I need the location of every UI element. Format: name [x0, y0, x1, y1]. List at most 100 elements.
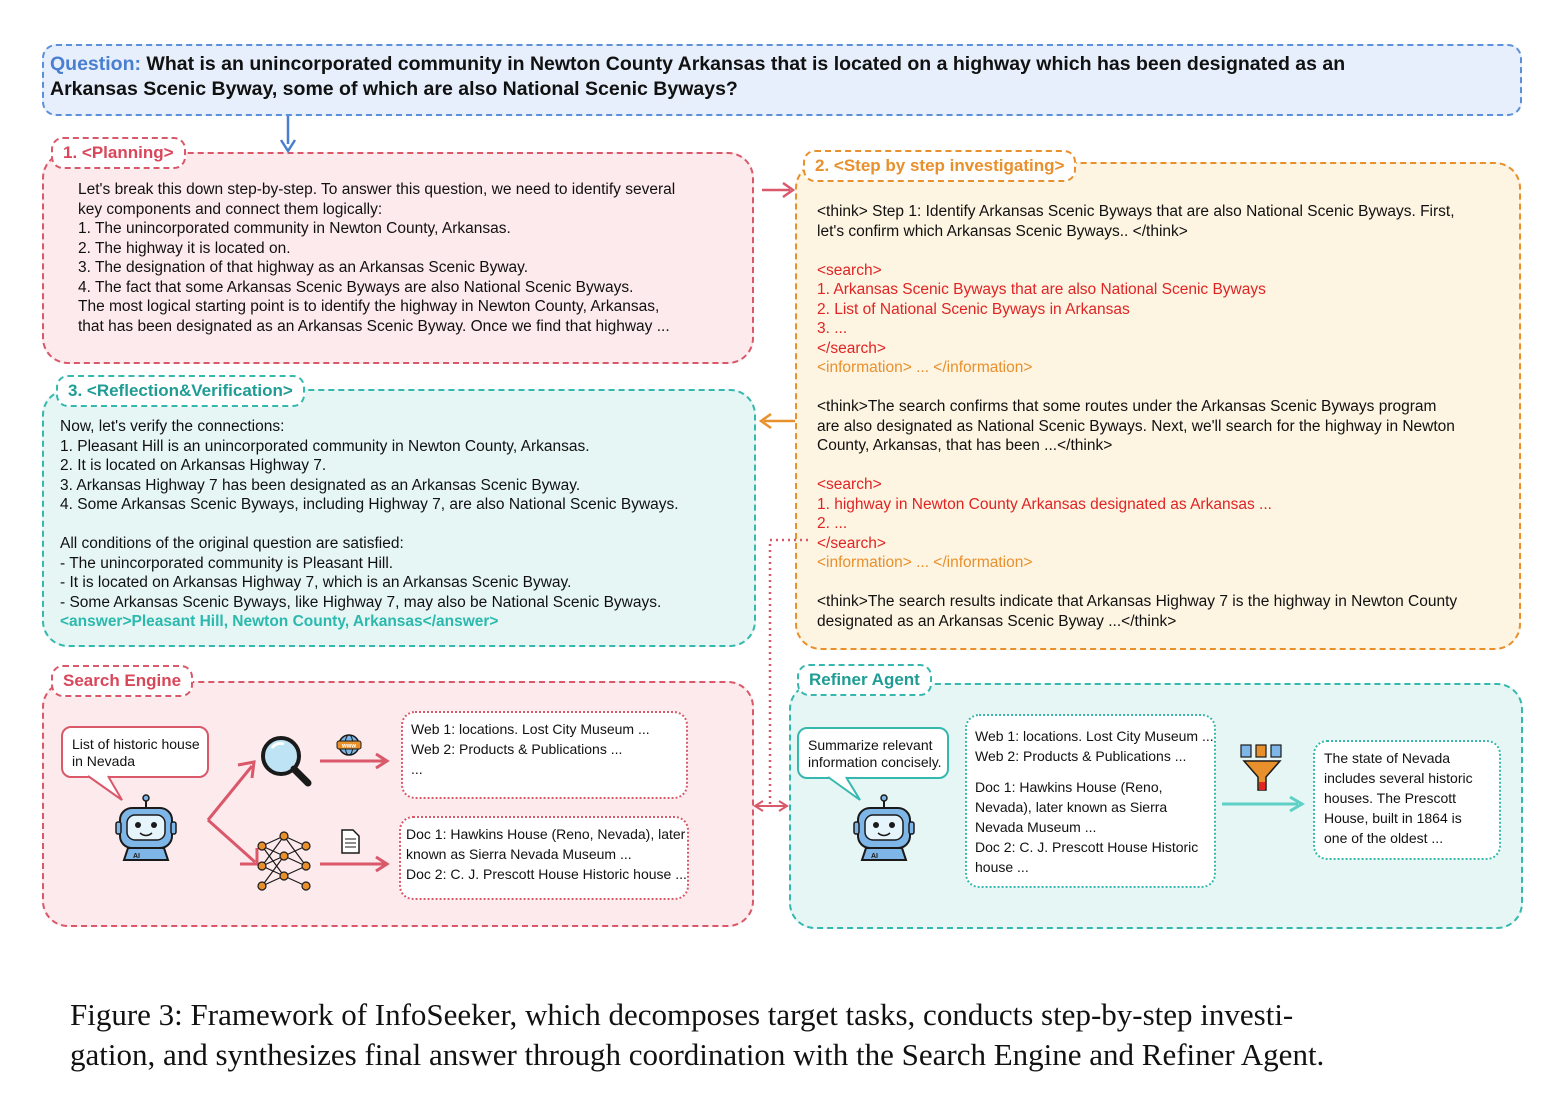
reflection-line: - The unincorporated community is Pleasa… [60, 554, 394, 572]
refiner-input-line: Doc 2: C. J. Prescott House Historic [975, 839, 1199, 855]
refiner-prompt-line-1: Summarize relevant [808, 737, 933, 753]
investigating-to-reflection-arrow [758, 412, 795, 430]
reflection-line: <answer>Pleasant Hill, Newton County, Ar… [60, 613, 499, 630]
investigating-line: <think>The search confirms that some rou… [817, 398, 1437, 415]
question-line-2: Arkansas Scenic Byway, some of which are… [50, 78, 738, 100]
question-to-planning-arrow [279, 116, 297, 154]
search-engine-arrows [206, 752, 390, 873]
reflection-line: All conditions of the original question … [60, 535, 404, 552]
investigating-title: 2. <Step by step investigating> [803, 150, 1077, 182]
refiner-bubble-tail [827, 776, 861, 801]
refiner-output-line: one of the oldest ... [1324, 830, 1444, 846]
web-result: ... [411, 761, 423, 777]
investigating-line: 2. List of National Scenic Byways in Ark… [817, 300, 1130, 318]
reflection-text: Now, let's verify the connections: 1. Ple… [60, 417, 679, 632]
reflection-line: 1. Pleasant Hill is an unincorporated co… [60, 437, 590, 455]
refiner-input-line: Nevada), later known as Sierra [975, 799, 1168, 815]
question-line-1: Question: What is an unincorporated comm… [50, 52, 1345, 77]
investigating-line: <search> [817, 261, 882, 279]
investigating-line: 1. Arkansas Scenic Byways that are also … [817, 281, 1266, 298]
caption-line-1: Figure 3: Framework of InfoSeeker, which… [70, 997, 1294, 1032]
search-bubble-tail [87, 775, 123, 801]
investigating-line: <think> Step 1: Identify Arkansas Scenic… [817, 203, 1455, 220]
refiner-robot-badge: AI [871, 853, 878, 860]
refiner-output-line: The state of Nevada [1324, 750, 1451, 766]
robot-icon: AI [115, 794, 177, 861]
investigating-line: 2. ... [817, 515, 848, 532]
reflection-box: Now, let's verify the connections: 1. Ple… [42, 389, 756, 647]
magnifier-icon [261, 736, 312, 787]
question-box: Question: What is an unincorporated comm… [42, 44, 1522, 116]
reflection-line: Now, let's verify the connections: [60, 418, 285, 435]
investigating-line: are also designated as National Scenic B… [817, 417, 1455, 435]
investigating-line: <think>The search results indicate that … [817, 593, 1458, 610]
doc-result: Doc 1: Hawkins House (Reno, Nevada), lat… [406, 826, 686, 842]
globe-www-icon: www [336, 734, 362, 756]
search-query-bubble: List of historic house in Nevada [61, 726, 209, 778]
investigating-line: County, Arkansas, that has been ...</thi… [817, 437, 1113, 454]
document-icon [341, 829, 360, 854]
funnel-filter-icon [1240, 744, 1282, 791]
web-result: Web 2: Products & Publications ... [411, 741, 623, 757]
refiner-robot-icon: AI [853, 794, 915, 861]
web-results-box: Web 1: locations. Lost City Museum ... W… [401, 711, 688, 799]
doc-result: known as Sierra Nevada Museum ... [406, 846, 632, 862]
planning-title: 1. <Planning> [51, 137, 186, 169]
caption-line-2: gation, and synthesizes final answer thr… [70, 1037, 1325, 1072]
refiner-prompt-line-2: information concisely. [808, 754, 942, 770]
planning-line: 3. The designation of that highway as an… [78, 259, 529, 276]
investigating-line: <information> ... </information> [817, 359, 1033, 376]
investigating-line: let's confirm which Arkansas Scenic Bywa… [817, 222, 1188, 240]
search-query-line-1: List of historic house [72, 736, 200, 752]
planning-box: Let's break this down step-by-step. To a… [42, 152, 754, 364]
search-engine-title: Search Engine [51, 665, 194, 697]
planning-line: Let's break this down step-by-step. To a… [78, 181, 676, 198]
reflection-line: 4. Some Arkansas Scenic Byways, includin… [60, 496, 679, 513]
refiner-arrow [1222, 795, 1305, 813]
refiner-input-line: Doc 1: Hawkins House (Reno, [975, 779, 1163, 795]
refiner-output-line: houses. The Prescott [1324, 790, 1457, 806]
investigating-line: 1. highway in Newton County Arkansas des… [817, 495, 1272, 513]
refiner-input-line: Nevada Museum ... [975, 819, 1097, 835]
planning-text: Let's break this down step-by-step. To a… [78, 180, 675, 336]
planning-line: 1. The unincorporated community in Newto… [78, 220, 511, 237]
planning-line: 2. The highway it is located on. [78, 239, 291, 257]
www-label: www [341, 744, 356, 750]
investigating-line: </search> [817, 534, 886, 552]
refiner-output-line: House, built in 1864 is [1324, 810, 1462, 826]
refiner-input-box: Web 1: locations. Lost City Museum ... W… [965, 714, 1216, 888]
search-query-line-2: in Nevada [72, 753, 136, 769]
investigating-line: designated as an Arkansas Scenic Byway .… [817, 612, 1177, 630]
planning-line: The most logical starting point is to id… [78, 298, 660, 315]
refiner-agent-title: Refiner Agent [797, 664, 932, 696]
refiner-output-box: The state of Nevada includes several his… [1313, 740, 1501, 860]
refiner-input-line: Web 1: locations. Lost City Museum ... [975, 728, 1214, 744]
figure-caption: Figure 3: Framework of InfoSeeker, which… [70, 995, 1324, 1075]
planning-line: 4. The fact that some Arkansas Scenic By… [78, 278, 634, 296]
question-text-1: What is an unincorporated community in N… [146, 53, 1346, 75]
doc-results-box: Doc 1: Hawkins House (Reno, Nevada), lat… [399, 816, 689, 900]
planning-line: that has been designated as an Arkansas … [78, 317, 670, 335]
neural-network-icon [257, 831, 311, 891]
investigating-text: <think> Step 1: Identify Arkansas Scenic… [817, 202, 1457, 631]
reflection-line: - It is located on Arkansas Highway 7, w… [60, 574, 572, 591]
investigating-line: <search> [817, 476, 882, 493]
reflection-title: 3. <Reflection&Verification> [56, 375, 305, 407]
doc-result: Doc 2: C. J. Prescott House Historic hou… [406, 866, 687, 882]
investigating-line: 3. ... [817, 320, 848, 337]
search-connector-dotted [753, 538, 808, 812]
planning-line: key components and connect them logicall… [78, 200, 383, 218]
question-label: Question: [50, 53, 141, 75]
robot-badge: AI [133, 853, 140, 860]
investigating-box: <think> Step 1: Identify Arkansas Scenic… [795, 162, 1521, 650]
planning-to-investigating-arrow [762, 181, 796, 199]
refiner-prompt-bubble: Summarize relevant information concisely… [797, 727, 949, 779]
reflection-line: 3. Arkansas Highway 7 has been designate… [60, 476, 581, 494]
refiner-input-line: house ... [975, 859, 1029, 875]
refiner-input-line: Web 2: Products & Publications ... [975, 748, 1187, 764]
refiner-output-line: includes several historic [1324, 770, 1473, 786]
reflection-line: 2. It is located on Arkansas Highway 7. [60, 457, 327, 474]
investigating-line: <information> ... </information> [817, 554, 1033, 571]
web-result: Web 1: locations. Lost City Museum ... [411, 721, 650, 737]
